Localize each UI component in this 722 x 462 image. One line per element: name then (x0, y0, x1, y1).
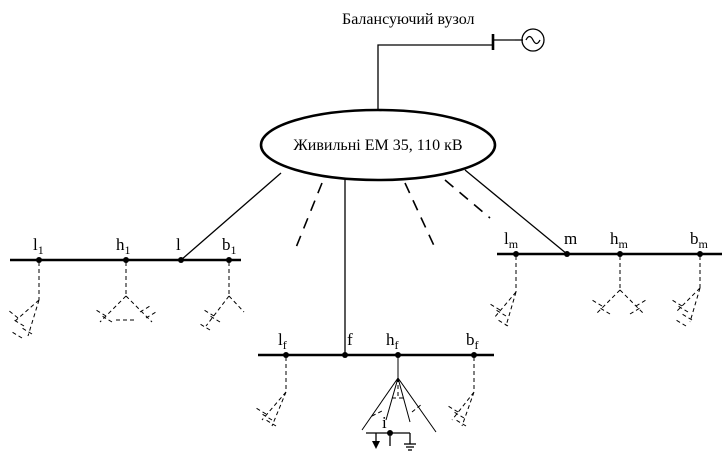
node-label: hf (386, 330, 399, 352)
link-left (180, 172, 282, 261)
ac-source-icon (521, 28, 545, 52)
load-node-label: i (382, 413, 387, 432)
node-label: bm (690, 229, 709, 251)
bus-right (497, 251, 722, 257)
node-label: m (564, 229, 577, 248)
dashed-feeder (444, 179, 491, 219)
distribution-tree (7, 256, 701, 427)
link-right (464, 169, 568, 255)
dashed-feeder (404, 182, 437, 251)
node-label: bf (466, 330, 479, 352)
node-label: h1 (116, 235, 131, 257)
node-label: lf (278, 330, 287, 352)
node-label: l (176, 235, 181, 254)
source-substation: Живильні ЕМ 35, 110 кВ (259, 108, 497, 182)
source-label: Живильні ЕМ 35, 110 кВ (293, 137, 462, 154)
node-label: f (347, 330, 353, 349)
node-label: hm (610, 229, 629, 251)
node-label: l1 (33, 235, 44, 257)
balancing-node-label: Балансуючий вузол (342, 11, 475, 28)
bus-left (10, 257, 241, 263)
bus-middle (258, 352, 494, 358)
node-label: lm (504, 229, 519, 251)
node-label: b1 (222, 235, 237, 257)
load-tree-detail: i (361, 357, 437, 451)
dashed-feeder (294, 182, 323, 251)
